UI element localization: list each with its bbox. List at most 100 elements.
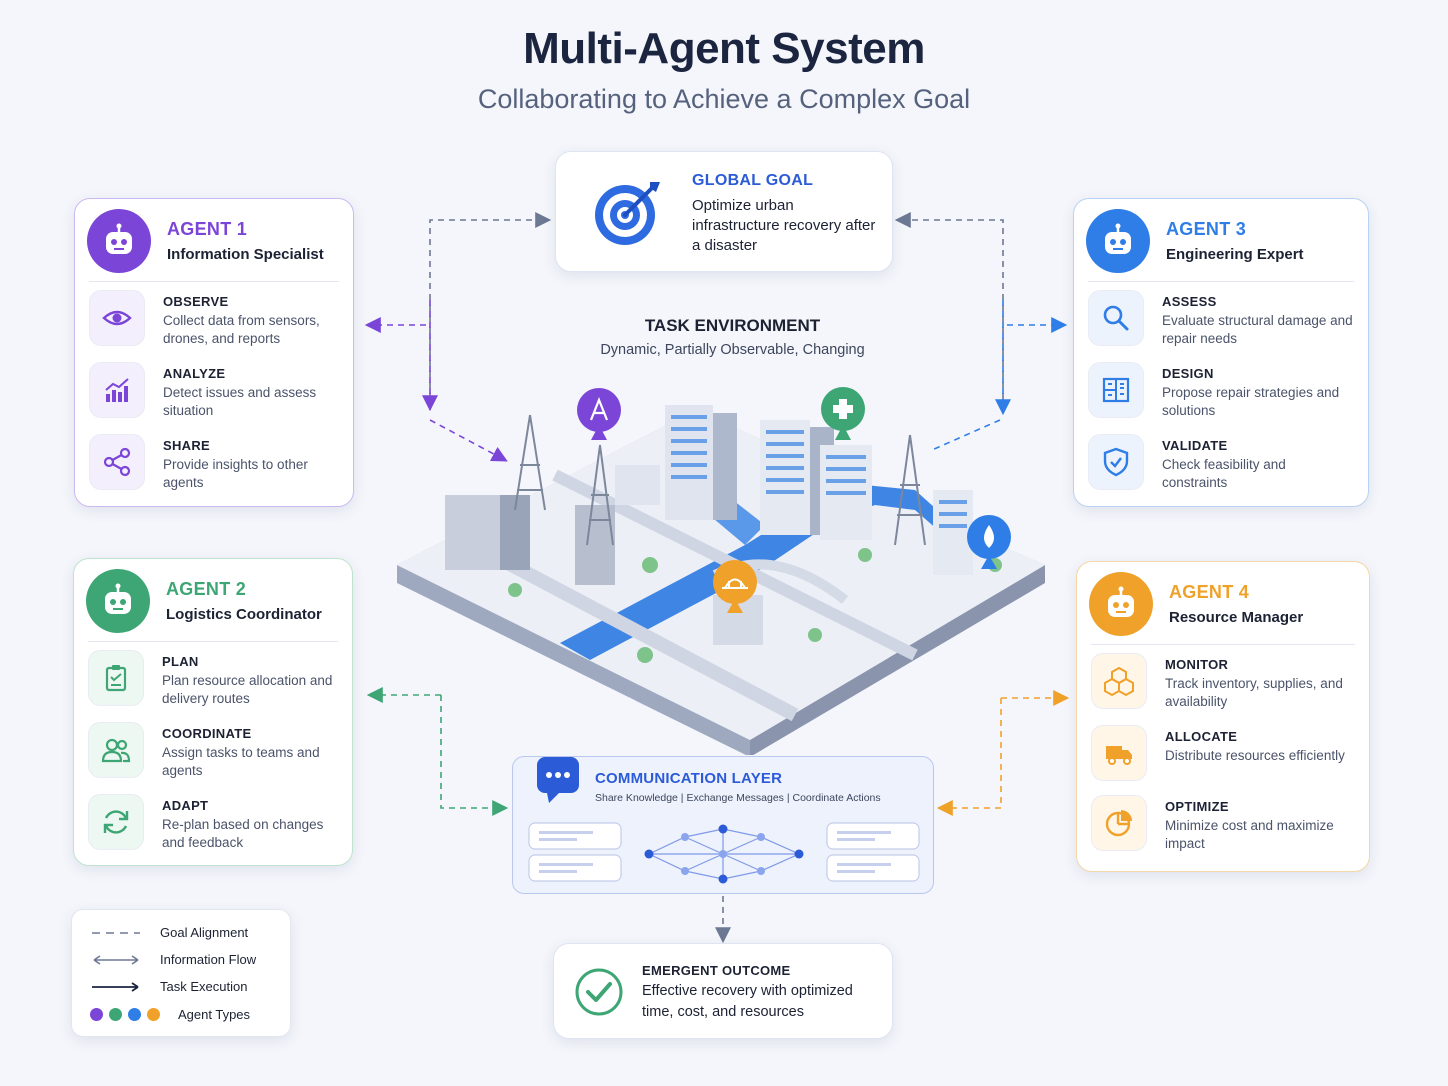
task-title: OBSERVE	[163, 294, 229, 309]
global-goal-label: GLOBAL GOAL	[692, 172, 814, 189]
task-title: ALLOCATE	[1165, 729, 1238, 744]
eye-icon	[89, 290, 145, 346]
double-arrow-icon	[93, 954, 139, 965]
shield-check-icon	[1088, 434, 1144, 490]
agent-role: Logistics Coordinator	[166, 606, 322, 623]
legend-item: Information Flow	[90, 952, 256, 967]
task-description: Minimize cost and maximize impact	[1165, 818, 1334, 851]
agent-role: Resource Manager	[1169, 609, 1304, 626]
blueprint-icon	[1088, 362, 1144, 418]
water-drop-icon	[967, 515, 1011, 569]
task-item: ANALYZE Detect issues and assess situati…	[75, 354, 353, 426]
task-description: Check feasibility and constraints	[1162, 457, 1286, 490]
radio-tower-icon	[577, 388, 621, 440]
agent-name: AGENT 1	[167, 219, 248, 239]
task-title: SHARE	[163, 438, 211, 453]
task-item: ADAPT Re-plan based on changes and feedb…	[74, 786, 352, 858]
legend-item: Task Execution	[90, 979, 247, 994]
robot-avatar-icon	[1086, 209, 1150, 273]
legend-label: Agent Types	[178, 1007, 251, 1022]
task-title: COORDINATE	[162, 726, 252, 741]
page-title: Multi-Agent System	[523, 24, 925, 73]
task-item: SHARE Provide insights to other agents	[75, 426, 353, 498]
task-description: Plan resource allocation and delivery ro…	[162, 673, 333, 706]
task-item: OBSERVE Collect data from sensors, drone…	[75, 282, 353, 354]
task-description: Assign tasks to teams and agents	[162, 745, 320, 778]
global-goal-card: GLOBAL GOAL Optimize urban infrastructur…	[555, 151, 893, 272]
agent-3-card: AGENT 3 Engineering Expert ASSESS Evalua…	[1073, 198, 1369, 507]
task-description: Track inventory, supplies, and availabil…	[1165, 676, 1343, 709]
truck-icon	[1091, 725, 1147, 781]
clipboard-icon	[88, 650, 144, 706]
task-description: Collect data from sensors, drones, and r…	[163, 313, 320, 346]
task-description: Propose repair strategies and solutions	[1162, 385, 1340, 418]
task-title: PLAN	[162, 654, 199, 669]
network-illustration	[528, 822, 920, 884]
task-description: Re-plan based on changes and feedback	[162, 817, 324, 850]
dashed-line-icon	[92, 931, 140, 934]
task-item: OPTIMIZE Minimize cost and maximize impa…	[1077, 787, 1369, 859]
task-title: MONITOR	[1165, 657, 1229, 672]
magnifier-icon	[1088, 290, 1144, 346]
task-environment-title: TASK ENVIRONMENT	[644, 316, 821, 335]
blue-dot-icon	[128, 1008, 141, 1021]
green-dot-icon	[109, 1008, 122, 1021]
robot-avatar-icon	[86, 569, 150, 633]
task-item: VALIDATE Check feasibility and constrain…	[1074, 426, 1368, 498]
agent-1-card: AGENT 1 Information Specialist OBSERVE C…	[74, 198, 354, 507]
medical-cross-icon	[821, 387, 865, 440]
robot-avatar-icon	[1089, 572, 1153, 636]
task-description: Detect issues and assess situation	[163, 385, 317, 418]
legend-label: Task Execution	[160, 979, 248, 994]
chat-icon	[537, 757, 579, 803]
communication-layer-card: COMMUNICATION LAYER Share Knowledge | Ex…	[512, 756, 934, 894]
global-goal-text: Optimize urban infrastructure recovery a…	[692, 197, 876, 254]
communication-layer-title: COMMUNICATION LAYER	[595, 770, 783, 787]
task-title: ASSESS	[1162, 294, 1217, 309]
legend-item: Goal Alignment	[90, 925, 248, 940]
purple-dot-icon	[90, 1008, 103, 1021]
task-description: Evaluate structural damage and repair ne…	[1162, 313, 1353, 346]
task-description: Provide insights to other agents	[163, 457, 308, 490]
task-item: ASSESS Evaluate structural damage and re…	[1074, 282, 1368, 354]
team-icon	[88, 722, 144, 778]
orange-dot-icon	[147, 1008, 160, 1021]
task-description: Distribute resources efficiently	[1165, 748, 1345, 763]
task-title: VALIDATE	[1162, 438, 1228, 453]
refresh-icon	[88, 794, 144, 850]
task-item: ALLOCATE Distribute resources efficientl…	[1077, 717, 1369, 787]
task-item: DESIGN Propose repair strategies and sol…	[1074, 354, 1368, 426]
share-icon	[89, 434, 145, 490]
task-item: MONITOR Track inventory, supplies, and a…	[1077, 645, 1369, 717]
agent-name: AGENT 3	[1166, 219, 1247, 239]
boxes-icon	[1091, 653, 1147, 709]
task-title: DESIGN	[1162, 366, 1214, 381]
target-icon	[595, 182, 660, 245]
agent-role: Engineering Expert	[1166, 246, 1304, 263]
checkmark-icon	[575, 968, 623, 1016]
communication-layer-subtitle: Share Knowledge | Exchange Messages | Co…	[595, 792, 881, 804]
agent-4-card: AGENT 4 Resource Manager MONITOR Track i…	[1076, 561, 1370, 872]
emergent-outcome-card: EMERGENT OUTCOME Effective recovery with…	[553, 943, 893, 1039]
arrow-icon	[92, 981, 139, 992]
outcome-label: EMERGENT OUTCOME	[642, 963, 791, 978]
agent-role: Information Specialist	[167, 246, 324, 263]
page-subtitle: Collaborating to Achieve a Complex Goal	[477, 84, 971, 114]
task-title: ADAPT	[162, 798, 209, 813]
pie-chart-icon	[1091, 795, 1147, 851]
robot-avatar-icon	[87, 209, 151, 273]
outcome-text: Effective recovery with optimized time, …	[642, 983, 853, 1020]
agent-name: AGENT 4	[1169, 582, 1250, 602]
task-title: OPTIMIZE	[1165, 799, 1229, 814]
task-item: COORDINATE Assign tasks to teams and age…	[74, 714, 352, 786]
legend-label: Goal Alignment	[160, 925, 249, 940]
legend-label: Information Flow	[160, 952, 257, 967]
chart-icon	[89, 362, 145, 418]
legend: Goal Alignment Information Flow Task Exe…	[71, 909, 291, 1037]
task-environment-subtitle: Dynamic, Partially Observable, Changing	[600, 342, 865, 358]
task-title: ANALYZE	[163, 366, 226, 381]
task-item: PLAN Plan resource allocation and delive…	[74, 642, 352, 714]
bridge-icon	[713, 560, 757, 613]
agent-name: AGENT 2	[166, 579, 247, 599]
legend-item: Agent Types	[90, 1007, 250, 1022]
